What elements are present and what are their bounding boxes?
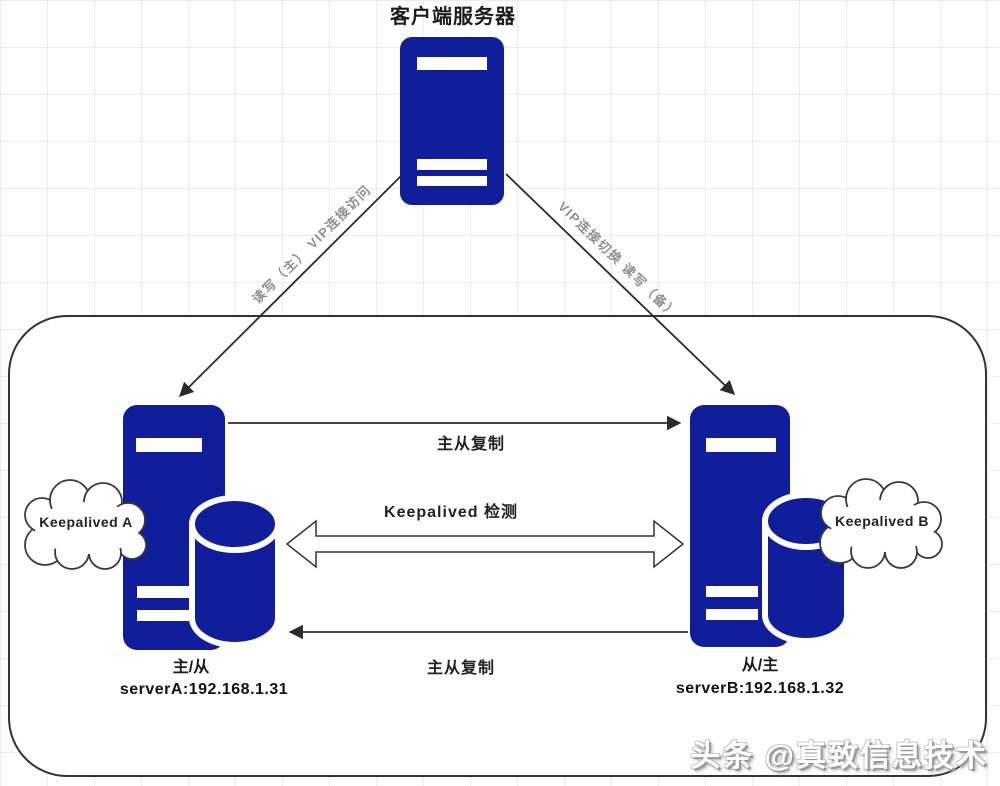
client-to-server-b-arrow [505, 173, 736, 395]
server-a-slot-top [136, 438, 202, 452]
server-a-address-label: serverA:192.168.1.31 [119, 681, 289, 698]
server-b-role-label: 从/主 [741, 657, 779, 674]
watermark-text: 头条 @真致信息技术 [690, 740, 988, 773]
server-a-slot-bottom-1 [137, 586, 189, 598]
server-b-address-label: serverB:192.168.1.32 [675, 680, 845, 697]
database-a-icon [189, 495, 281, 648]
server-b-slot-bottom-1 [706, 586, 758, 597]
database-a-top [189, 495, 281, 553]
client-server-icon [400, 37, 504, 205]
server-b-slot-top [706, 438, 776, 452]
server-a-slot-bottom-2 [137, 610, 189, 621]
replication-bottom-label: 主从复制 [426, 660, 495, 677]
client-server-title: 客户端服务器 [390, 6, 516, 28]
client-server-slot-bottom-2 [417, 176, 487, 186]
client-to-server-a-arrow [178, 173, 404, 398]
keepalived-heartbeat-arrow [285, 519, 685, 569]
keepalived-b-cloud-icon [819, 478, 943, 569]
database-a-bodyshape [189, 521, 281, 648]
keepalived-heartbeat-label: Keepalived 检测 [384, 504, 518, 521]
keepalived-a-cloud-icon [24, 479, 147, 570]
keepalived-a-label: Keepalived A [39, 514, 133, 530]
server-b-slot-bottom-2 [706, 609, 758, 620]
client-server-slot-top [417, 57, 487, 70]
server-a-role-label: 主/从 [172, 659, 210, 676]
keepalived-b-label: Keepalived B [835, 513, 929, 529]
replication-top-label: 主从复制 [436, 436, 505, 453]
client-server-slot-bottom-1 [417, 159, 487, 170]
